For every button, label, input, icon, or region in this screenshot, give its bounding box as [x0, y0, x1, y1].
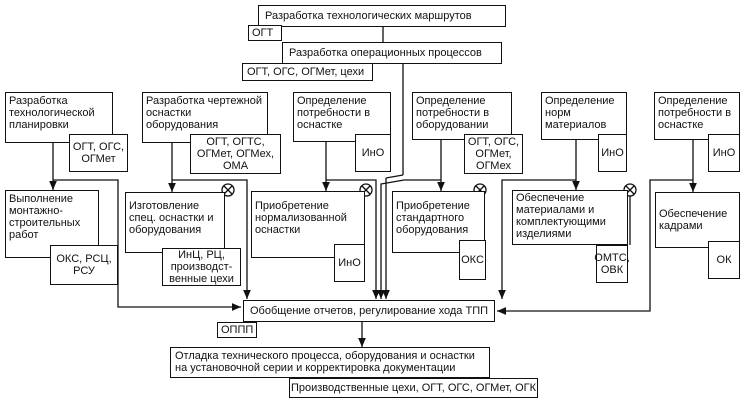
row2-dept: ОК — [708, 241, 740, 279]
row1-box: Определение потребности в оснастке — [293, 92, 391, 142]
debug-box: Отладка технического процесса, оборудова… — [170, 347, 490, 378]
summary-dept: ОППП — [217, 322, 257, 338]
connector — [53, 179, 241, 311]
row1-box: Определение потребности в оборудовании — [412, 92, 512, 140]
row1-dept: ОГТ, ОГС, ОГМет — [69, 134, 128, 172]
control-point-icon — [221, 183, 235, 197]
routes-box: Разработка технологических маршрутов — [258, 5, 506, 27]
row2-dept: ОКС — [459, 240, 486, 280]
row2-dept: ОКС, РСЦ, РСУ — [50, 245, 118, 285]
row2-dept: ИнЦ, РЦ, производст-венные цехи — [162, 248, 241, 286]
row2-box: Обеспечение материалами и комплектующими… — [512, 190, 628, 245]
routes-dept: ОГТ — [248, 25, 282, 41]
row1-box: Определение норм материалов — [541, 92, 627, 140]
connector — [497, 179, 693, 315]
row1-dept: ОГТ, ОГТС, ОГМет, ОГМех, ОМА — [190, 134, 281, 174]
row2-dept: ОМТС, ОВК — [594, 245, 630, 283]
row1-dept: ИнО — [598, 134, 627, 172]
debug-dept: Производственные цехи, ОГТ, ОГС, ОГМет, … — [289, 378, 538, 398]
connector — [377, 179, 441, 299]
row2-dept: ИнО — [334, 244, 365, 282]
row1-box: Определение потребности в оснастке — [654, 92, 740, 140]
connector — [498, 179, 576, 299]
operations-dept: ОГТ, ОГС, ОГМет, цехи — [242, 63, 373, 81]
summary-box: Обобщение отчетов, регулирование хода ТП… — [243, 300, 495, 322]
operations-box: Разработка операционных процессов — [282, 42, 502, 64]
row2-box: Обеспечение кадрами — [655, 192, 740, 248]
connector — [385, 174, 404, 179]
row1-dept: ИнО — [355, 134, 391, 172]
row2-box: Изготовление спец. оснастки и оборудован… — [125, 192, 225, 253]
connector — [172, 179, 251, 299]
connector — [326, 179, 380, 299]
row1-dept: ОГТ, ОГС, ОГМет, ОГМех — [464, 134, 523, 174]
row1-dept: ИнО — [708, 134, 740, 172]
row1-box: Разработка технологической планировки — [5, 92, 113, 143]
